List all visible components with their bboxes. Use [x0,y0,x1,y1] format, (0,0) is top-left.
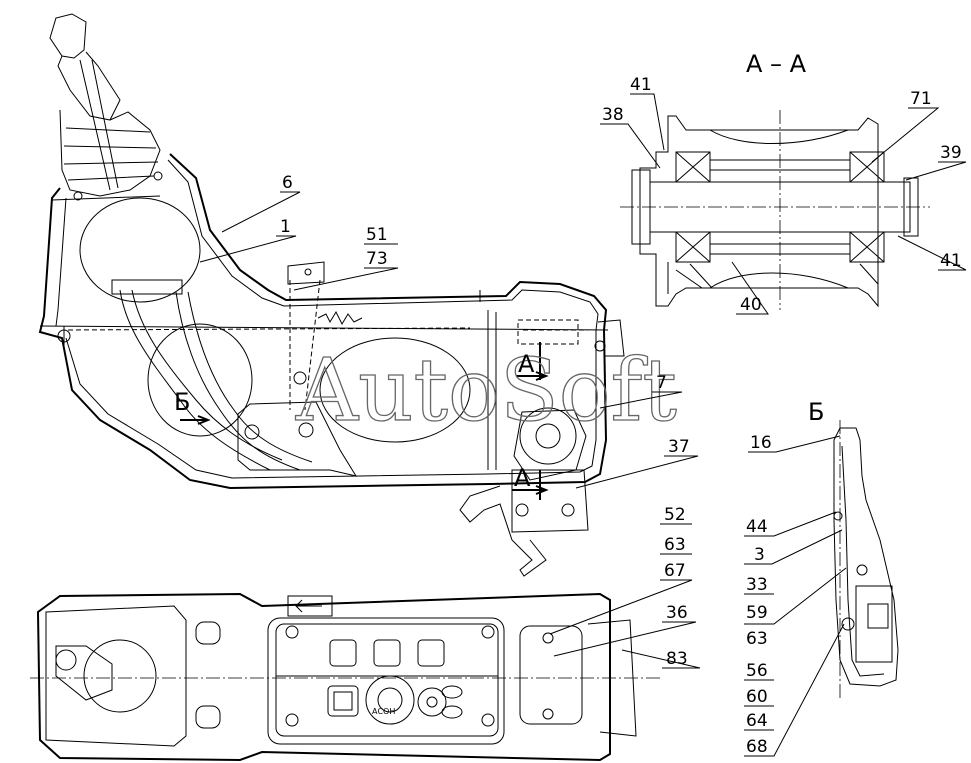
section-aa-title: А – А [746,50,807,78]
callout-73: 73 [366,249,388,269]
section-a-marker-top: А [518,350,535,378]
callout-83: 83 [666,649,688,669]
view-b-marker: Б [174,388,190,416]
section-b-view [833,420,899,700]
section-b-title: Б [808,398,824,426]
callout-63: 63 [664,535,686,555]
control-panel-top-view [30,592,660,762]
callout-60: 60 [746,687,768,707]
callout-7: 7 [656,373,667,393]
callout-56: 56 [746,661,768,681]
leader-lines [199,93,967,757]
callout-71: 71 [910,89,932,109]
callout-37: 37 [668,437,690,457]
callout-40: 40 [740,295,762,315]
callout-3: 3 [754,545,765,565]
callout-41-bottom: 41 [940,251,962,271]
watermark: AutoSoft [295,341,677,441]
callout-41-top: 41 [630,75,652,95]
callout-63-b: 63 [746,629,768,649]
callout-36: 36 [666,603,688,623]
section-a-marker-bottom: А [514,464,531,492]
callout-33: 33 [746,575,768,595]
callout-64: 64 [746,711,768,731]
callout-68: 68 [746,737,768,757]
console-side-view [38,13,625,577]
callout-44: 44 [746,517,768,537]
callout-1: 1 [280,217,291,237]
callout-51: 51 [366,225,388,245]
section-aa-view [620,110,930,310]
callout-39: 39 [940,143,962,163]
callout-67: 67 [664,561,686,581]
callout-59: 59 [746,603,768,623]
callout-6: 6 [282,173,293,193]
callout-52: 52 [664,505,686,525]
knob-label: АСОН [372,707,395,716]
callout-38: 38 [602,105,624,125]
callout-16: 16 [750,433,772,453]
